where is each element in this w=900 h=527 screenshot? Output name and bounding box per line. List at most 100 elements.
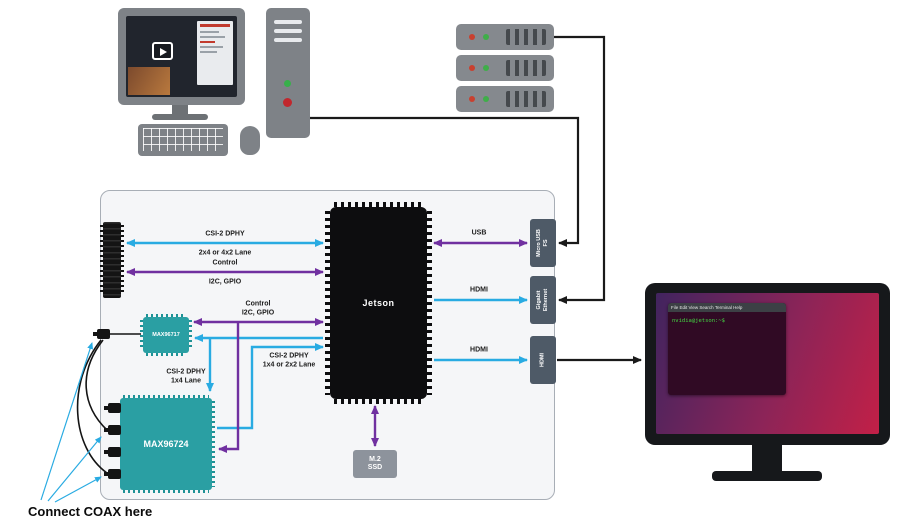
- server-led-green: [483, 96, 489, 102]
- coax-connector-4: [104, 469, 121, 479]
- header-pins-right: [121, 225, 124, 295]
- label-usb: USB: [471, 229, 487, 237]
- max96724-chip: MAX96724: [120, 395, 215, 493]
- port-micro-usb-label: Micro USB FS: [536, 229, 550, 257]
- host-monitor-base: [152, 114, 208, 120]
- jetson-pins-right: [427, 211, 432, 395]
- server-unit: [456, 24, 554, 50]
- label-control-serializer-line2: I2C, GPIO: [241, 309, 275, 317]
- coax-callout-pointer-1: [40, 342, 93, 501]
- server-unit: [456, 55, 554, 81]
- port-micro-usb-line2: FS: [543, 239, 549, 247]
- max96717-chip: MAX96717: [140, 314, 192, 356]
- label-control-host-line2: I2C, GPIO: [208, 278, 242, 286]
- display-screen: File Edit View Search Terminal Help nvid…: [656, 293, 879, 434]
- tower-power-led: [284, 80, 291, 87]
- max96717-label: MAX96717: [152, 332, 180, 338]
- m2-ssd-label-line2: SSD: [367, 464, 383, 471]
- label-csi-serializer-line1: CSI-2 DPHY: [166, 368, 206, 376]
- label-csi-host-line2: 2x4 or 4x2 Lane: [198, 249, 252, 257]
- app-window-line: [200, 36, 225, 38]
- tower-vent: [274, 38, 302, 42]
- camera-header-connector: [100, 222, 124, 298]
- jetson-pins-top: [334, 202, 423, 207]
- coax-connector-serializer: [93, 329, 110, 339]
- m2-ssd: M.2 SSD: [353, 450, 397, 478]
- display-neck: [752, 445, 782, 471]
- coax-connector-2: [104, 425, 121, 435]
- external-display: File Edit View Search Terminal Help nvid…: [645, 283, 890, 445]
- server-led-red: [469, 96, 475, 102]
- jetson-chip: Jetson: [325, 202, 432, 404]
- app-window-titlebar: [200, 24, 230, 27]
- m2-ssd-label-line1: M.2: [369, 455, 381, 463]
- coax-caption: Connect COAX here: [28, 504, 153, 519]
- display-base: [712, 471, 822, 481]
- port-ethernet-line1: Gigabit: [535, 290, 542, 310]
- port-hdmi: HDMI: [530, 336, 556, 384]
- tower-vent: [274, 20, 302, 24]
- host-tower: [266, 8, 310, 138]
- play-triangle-icon: [160, 47, 167, 56]
- server-led-green: [483, 34, 489, 40]
- max96717-pins-bottom: [146, 353, 186, 356]
- label-csi-serializer-line2: 1x4 Lane: [171, 377, 201, 385]
- play-button-icon: [152, 42, 173, 60]
- app-window-line: [200, 41, 215, 43]
- terminal-window: File Edit View Search Terminal Help nvid…: [668, 303, 786, 395]
- servers-to-ethernet-cable: [554, 35, 606, 304]
- coax-connector-3: [104, 447, 121, 457]
- host-monitor-screen: [126, 16, 237, 97]
- tower-vent: [274, 29, 302, 33]
- label-hdmi-mid: HDMI: [470, 286, 488, 294]
- max96717-pins-left: [140, 320, 143, 350]
- app-window-line: [200, 31, 219, 33]
- header-pins-left: [100, 225, 103, 295]
- max96717-pins-right: [189, 320, 192, 350]
- port-ethernet-line2: Ethernet: [543, 288, 549, 312]
- server-vent: [506, 29, 546, 45]
- coax-callout-pointer-3: [54, 476, 102, 503]
- label-control-serializer-line1: Control: [245, 300, 271, 308]
- server-led-red: [469, 34, 475, 40]
- coax-callout-pointer-2: [47, 436, 102, 502]
- max96724-label: MAX96724: [143, 439, 189, 449]
- server-led-red: [469, 65, 475, 71]
- port-gigabit-ethernet: Gigabit Ethernet: [530, 276, 556, 324]
- video-thumbnail: [128, 67, 170, 95]
- max96724-pins-bottom: [123, 490, 209, 493]
- port-micro-usb: Micro USB FS: [530, 219, 556, 267]
- app-window-line: [200, 46, 223, 48]
- server-led-green: [483, 65, 489, 71]
- server-vent: [506, 60, 546, 76]
- tower-power-button: [283, 98, 292, 107]
- jetson-pins-bottom: [334, 399, 423, 404]
- max96717-pins-top: [146, 314, 186, 317]
- label-hdmi-out: HDMI: [470, 346, 488, 354]
- port-ethernet-label: Gigabit Ethernet: [536, 289, 550, 311]
- server-unit: [456, 86, 554, 112]
- coax-connector-1: [104, 403, 121, 413]
- port-micro-usb-line1: Micro USB: [535, 229, 542, 257]
- app-window: [197, 21, 233, 85]
- port-hdmi-line1: HDMI: [539, 352, 546, 368]
- label-control-host-line1: Control: [212, 259, 238, 267]
- terminal-menubar: File Edit View Search Terminal Help: [668, 303, 786, 312]
- app-window-line: [200, 51, 217, 53]
- jetson-pins-left: [325, 211, 330, 395]
- server-vent: [506, 91, 546, 107]
- label-csi-deserializer-line1: CSI-2 DPHY: [269, 352, 309, 360]
- keyboard-keys: [143, 128, 223, 151]
- label-csi-deserializer-line2: 1x4 or 2x2 Lane: [262, 361, 316, 369]
- mouse: [240, 126, 260, 155]
- host-monitor-neck: [172, 105, 188, 114]
- terminal-menu-items: File Edit View Search Terminal Help: [671, 304, 743, 310]
- jetson-label: Jetson: [362, 298, 395, 308]
- terminal-prompt: nvidia@jetson:~$: [672, 318, 725, 324]
- label-csi-host-line1: CSI-2 DPHY: [205, 230, 245, 238]
- max96724-pins-top: [123, 395, 209, 398]
- max96724-pins-right: [212, 401, 215, 487]
- host-monitor: [118, 8, 245, 105]
- keyboard: [138, 124, 228, 156]
